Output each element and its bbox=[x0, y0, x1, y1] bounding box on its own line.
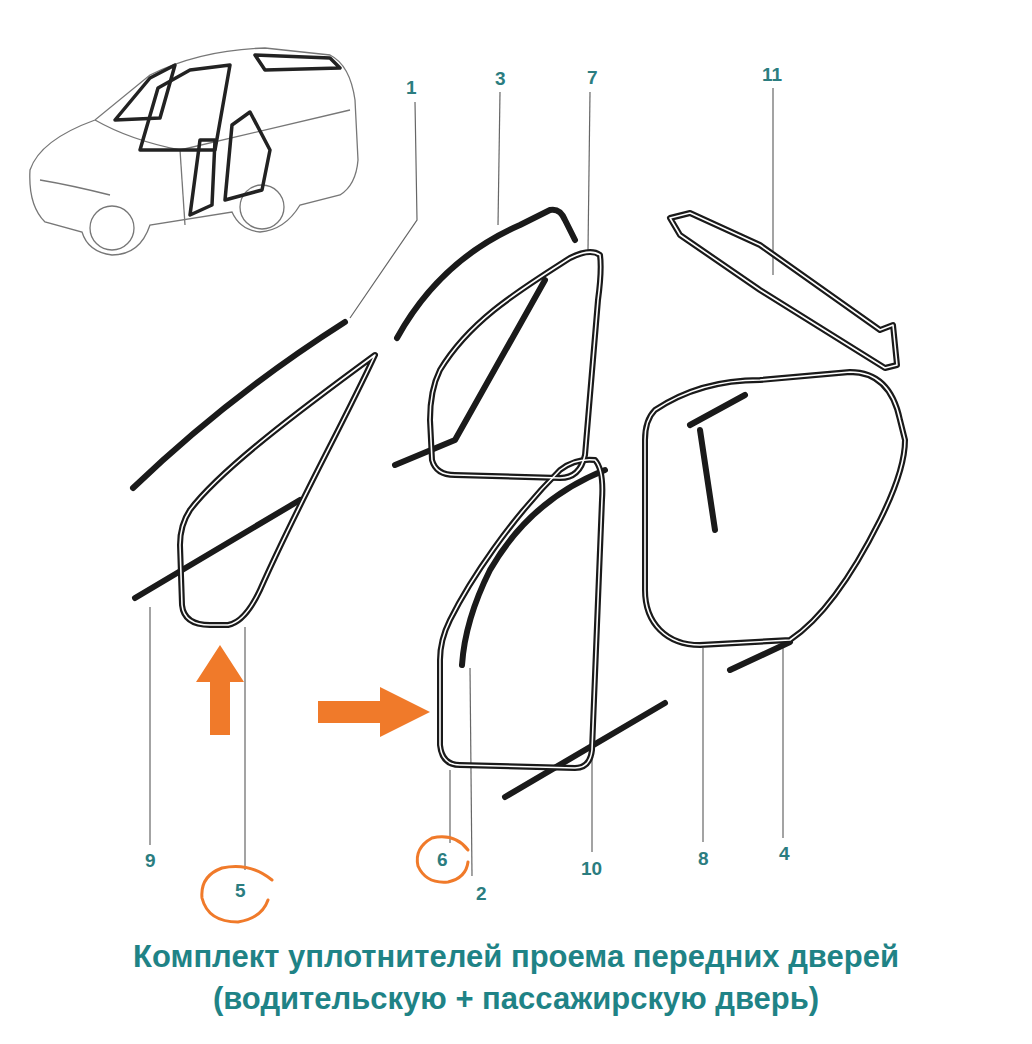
callout-number: 9 bbox=[145, 851, 156, 870]
callout-number: 1 bbox=[406, 78, 417, 97]
callout-number: 11 bbox=[762, 65, 782, 84]
callout-number: 4 bbox=[779, 844, 790, 863]
callout-number: 3 bbox=[495, 69, 506, 88]
callout-number: 8 bbox=[698, 849, 709, 868]
highlight-arrows bbox=[196, 645, 430, 737]
caption: Комплект уплотнителей проема передних дв… bbox=[36, 936, 996, 1020]
callout-number: 10 bbox=[581, 859, 602, 878]
callout-number: 5 bbox=[235, 881, 246, 900]
car-seal-lines bbox=[115, 55, 340, 215]
car-sketch bbox=[30, 48, 358, 255]
callout-number: 6 bbox=[437, 850, 448, 869]
callout-number: 7 bbox=[587, 68, 598, 87]
leader-lines bbox=[150, 88, 783, 876]
highlight-circles bbox=[202, 837, 468, 922]
callout-number: 2 bbox=[476, 884, 487, 903]
seal-inner bbox=[180, 213, 905, 768]
seal-outer bbox=[133, 210, 905, 797]
